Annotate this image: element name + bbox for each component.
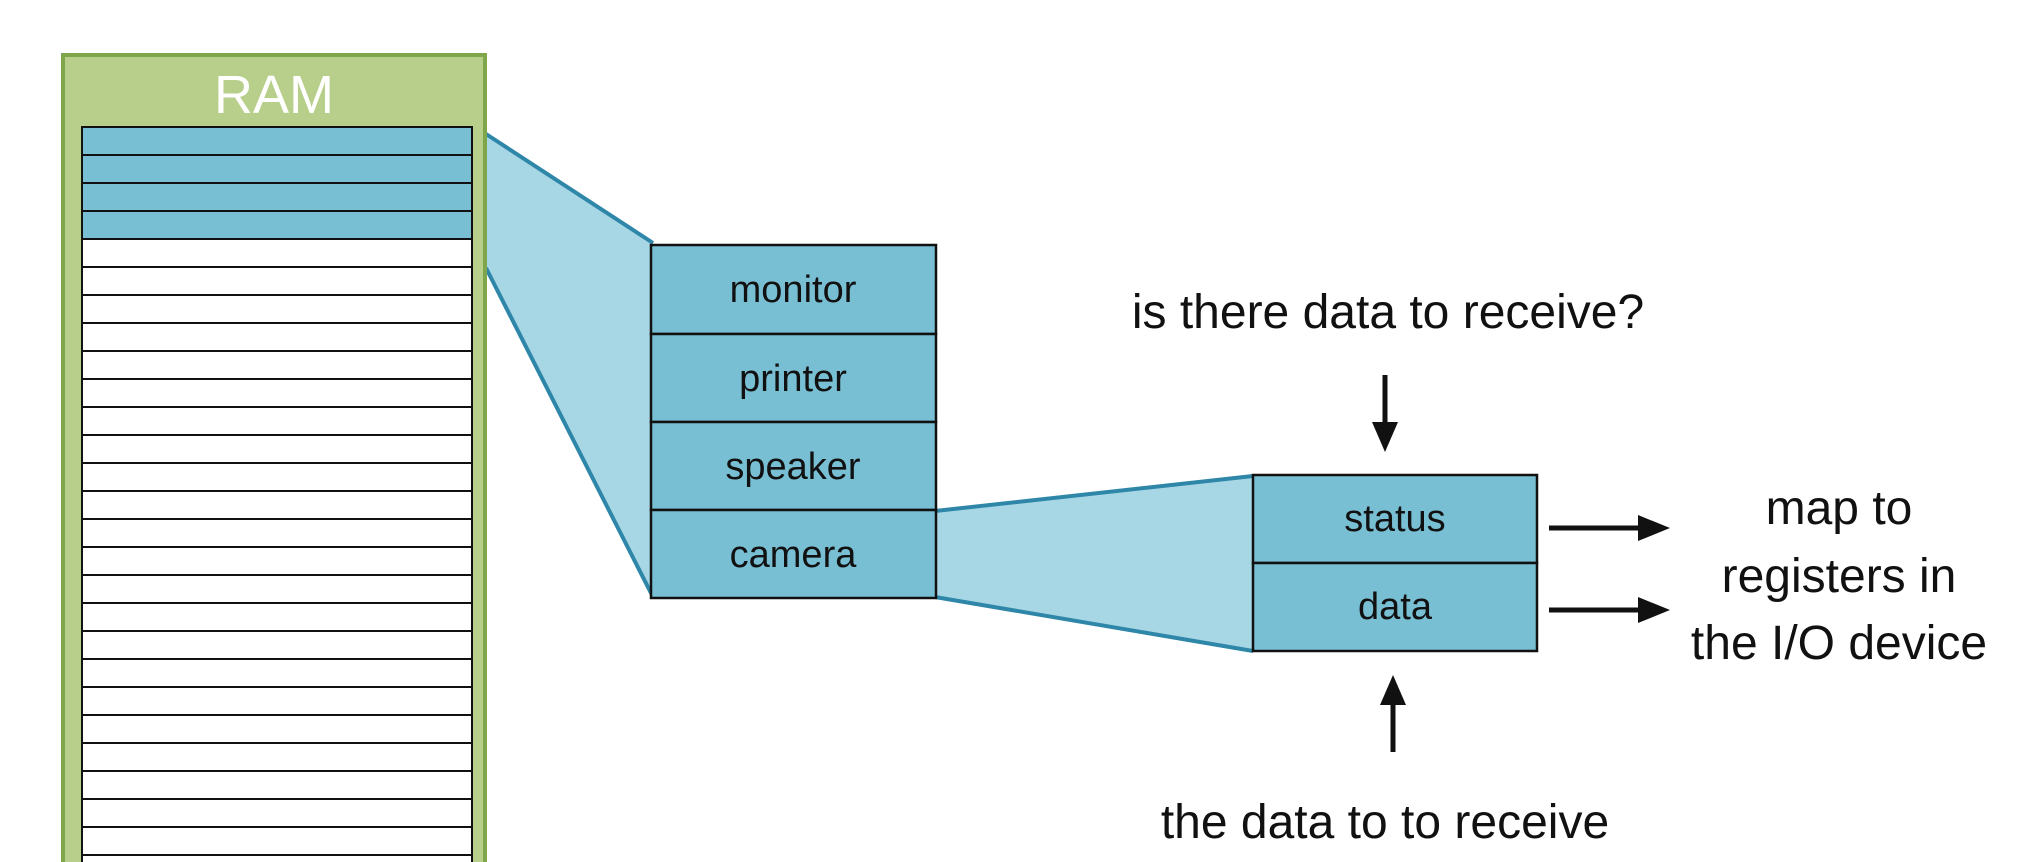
ram-cell — [81, 490, 473, 520]
ram-cell — [81, 322, 473, 352]
ram-label: RAM — [214, 65, 334, 125]
ram-cell — [81, 462, 473, 492]
ram-cell — [81, 266, 473, 296]
ram-cell — [81, 742, 473, 772]
ram-cell-highlighted — [81, 154, 473, 184]
ram-cell — [81, 798, 473, 828]
ram-cell — [81, 378, 473, 408]
device-row-camera: camera — [649, 508, 938, 600]
io-device-table: monitor printer speaker camera — [649, 243, 938, 600]
projection-edge-bottom — [484, 267, 655, 598]
ram-cell — [81, 854, 473, 862]
device-row-speaker: speaker — [649, 420, 938, 512]
status-question-text: is there data to receive? — [1132, 286, 1644, 339]
ram-to-devices-projection — [486, 134, 653, 597]
register-label-status: status — [1344, 498, 1445, 540]
device-row-printer: printer — [649, 332, 938, 424]
projection-edge-top — [484, 132, 655, 245]
ram-cells — [81, 126, 473, 862]
device-label-camera: camera — [730, 534, 858, 576]
map-note: map to registers in the I/O device — [1691, 482, 1987, 670]
device-label-printer: printer — [739, 358, 847, 400]
ram-cell — [81, 434, 473, 464]
register-label-data: data — [1358, 586, 1433, 628]
ram-cell — [81, 658, 473, 688]
projection-edge-top-2 — [934, 474, 1254, 513]
right-arrow-icon-status — [1549, 515, 1670, 541]
ram-cell — [81, 574, 473, 604]
ram-cell — [81, 238, 473, 268]
up-arrow-icon — [1380, 675, 1406, 752]
camera-to-registers-projection — [935, 476, 1253, 651]
ram-cell — [81, 630, 473, 660]
ram-cell — [81, 518, 473, 548]
ram-cell-highlighted — [81, 126, 473, 156]
ram-cell — [81, 294, 473, 324]
ram-cell — [81, 406, 473, 436]
ram-cell — [81, 602, 473, 632]
ram-cell — [81, 686, 473, 716]
ram-cell — [81, 770, 473, 800]
ram-cell — [81, 350, 473, 380]
device-label-speaker: speaker — [725, 446, 861, 488]
ram-cell-highlighted — [81, 210, 473, 240]
device-row-monitor: monitor — [649, 243, 938, 336]
ram-cell — [81, 546, 473, 576]
register-row-status: status — [1251, 473, 1539, 565]
map-note-line-3: the I/O device — [1691, 617, 1987, 670]
register-row-data: data — [1251, 561, 1539, 653]
ram-cell-highlighted — [81, 182, 473, 212]
down-arrow-icon — [1372, 375, 1398, 452]
ram-block: RAM — [61, 53, 487, 862]
projection-edge-bottom-2 — [934, 595, 1254, 653]
device-label-monitor: monitor — [730, 269, 857, 311]
map-note-line-2: registers in — [1722, 550, 1957, 603]
ram-cell — [81, 826, 473, 856]
right-arrow-icon-data — [1549, 597, 1670, 623]
map-note-line-1: map to — [1766, 482, 1913, 535]
data-description-text: the data to to receive — [1161, 796, 1609, 849]
ram-cell — [81, 714, 473, 744]
register-table: status data — [1251, 473, 1539, 653]
